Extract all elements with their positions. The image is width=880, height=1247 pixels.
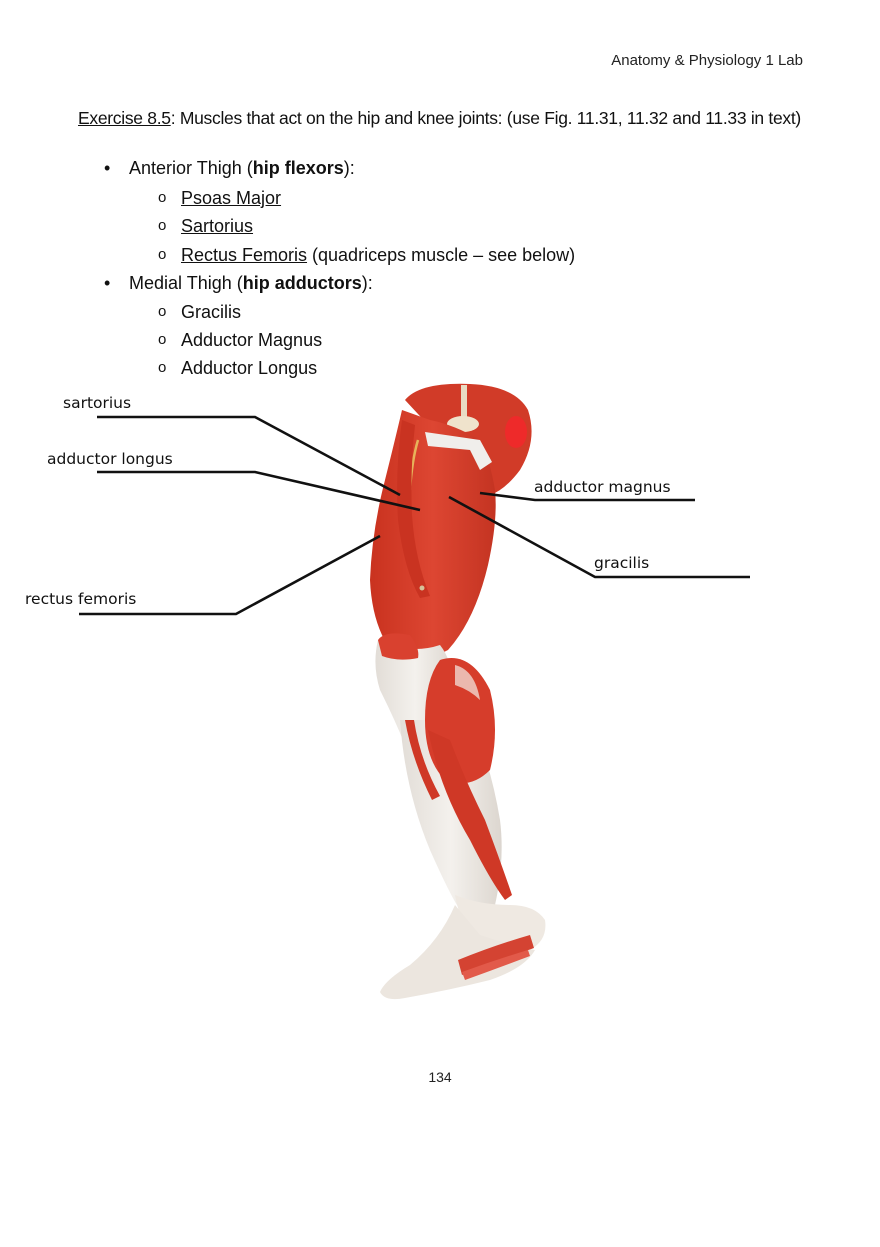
label-sartorius: sartorius [63,394,132,412]
circle-bullet-icon: o [158,359,167,376]
circle-bullet-icon: o [158,246,167,263]
exercise-number: Exercise 8.5 [78,108,171,128]
circle-bullet-icon: o [158,189,167,206]
label-gracilis: gracilis [594,554,650,572]
label-adductor-magnus: adductor magnus [534,478,671,496]
label-rectus-femoris: rectus femoris [25,590,137,608]
bullet-icon: • [104,273,111,293]
page-number: 134 [428,1069,452,1085]
exercise-title-text: : Muscles that act on the hip and knee j… [170,108,802,128]
group-label: Medial Thigh (hip adductors): [129,273,373,293]
circle-bullet-icon: o [158,331,167,348]
exercise-title: Exercise 8.5: Muscles that act on the hi… [78,104,808,132]
running-header: Anatomy & Physiology 1 Lab [611,52,803,69]
bullet-icon: • [104,158,111,178]
label-adductor-longus: adductor longus [47,450,173,468]
circle-bullet-icon: o [158,217,167,234]
group-label: Anterior Thigh (hip flexors): [129,158,355,178]
leader-lines [79,415,750,616]
leg-model-illustration [79,383,750,1000]
leg-muscle-figure: sartorius adductor longus rectus femoris… [0,380,880,1020]
circle-bullet-icon: o [158,303,167,320]
